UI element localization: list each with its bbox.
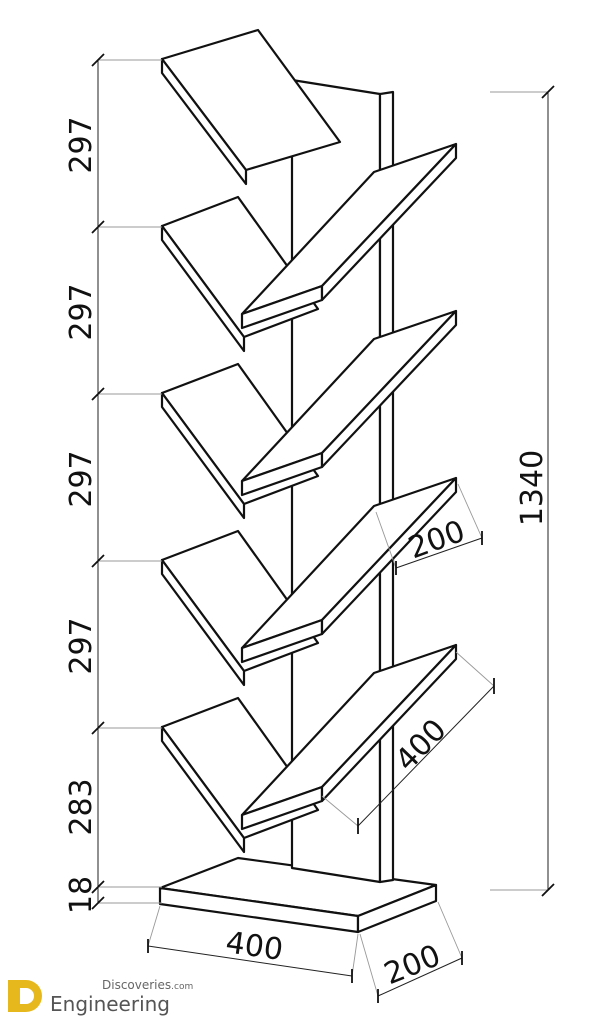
base-depth-label: 200 xyxy=(379,938,445,992)
spacing-label-1: 297 xyxy=(64,116,99,173)
base-length-label: 400 xyxy=(224,925,286,968)
spacing-label-5: 283 xyxy=(64,778,99,835)
logo-engineering-text: Engineering xyxy=(50,992,170,1016)
logo-discoveries-text: Discoveries.com xyxy=(102,978,194,992)
total-height-label: 1340 xyxy=(515,450,550,526)
logo-mark-icon xyxy=(8,980,42,1012)
spacing-label-4: 297 xyxy=(64,617,99,674)
shelf-length-dimension xyxy=(321,651,495,834)
base-depth-dimension xyxy=(359,901,463,1003)
left-dimension-chain xyxy=(91,53,162,910)
spacing-label-2: 297 xyxy=(64,283,99,340)
spacing-label-6: 18 xyxy=(64,876,99,914)
spacing-label-3: 297 xyxy=(64,450,99,507)
engineering-discoveries-logo: Discoveries.com Engineering xyxy=(6,974,206,1020)
shelf-depth-dimension xyxy=(375,483,483,575)
right-shelves xyxy=(240,142,458,831)
base-plate xyxy=(158,856,438,934)
shelf-length-label: 400 xyxy=(389,713,454,779)
base-length-dimension xyxy=(147,905,359,983)
total-height-dimension xyxy=(490,85,555,897)
